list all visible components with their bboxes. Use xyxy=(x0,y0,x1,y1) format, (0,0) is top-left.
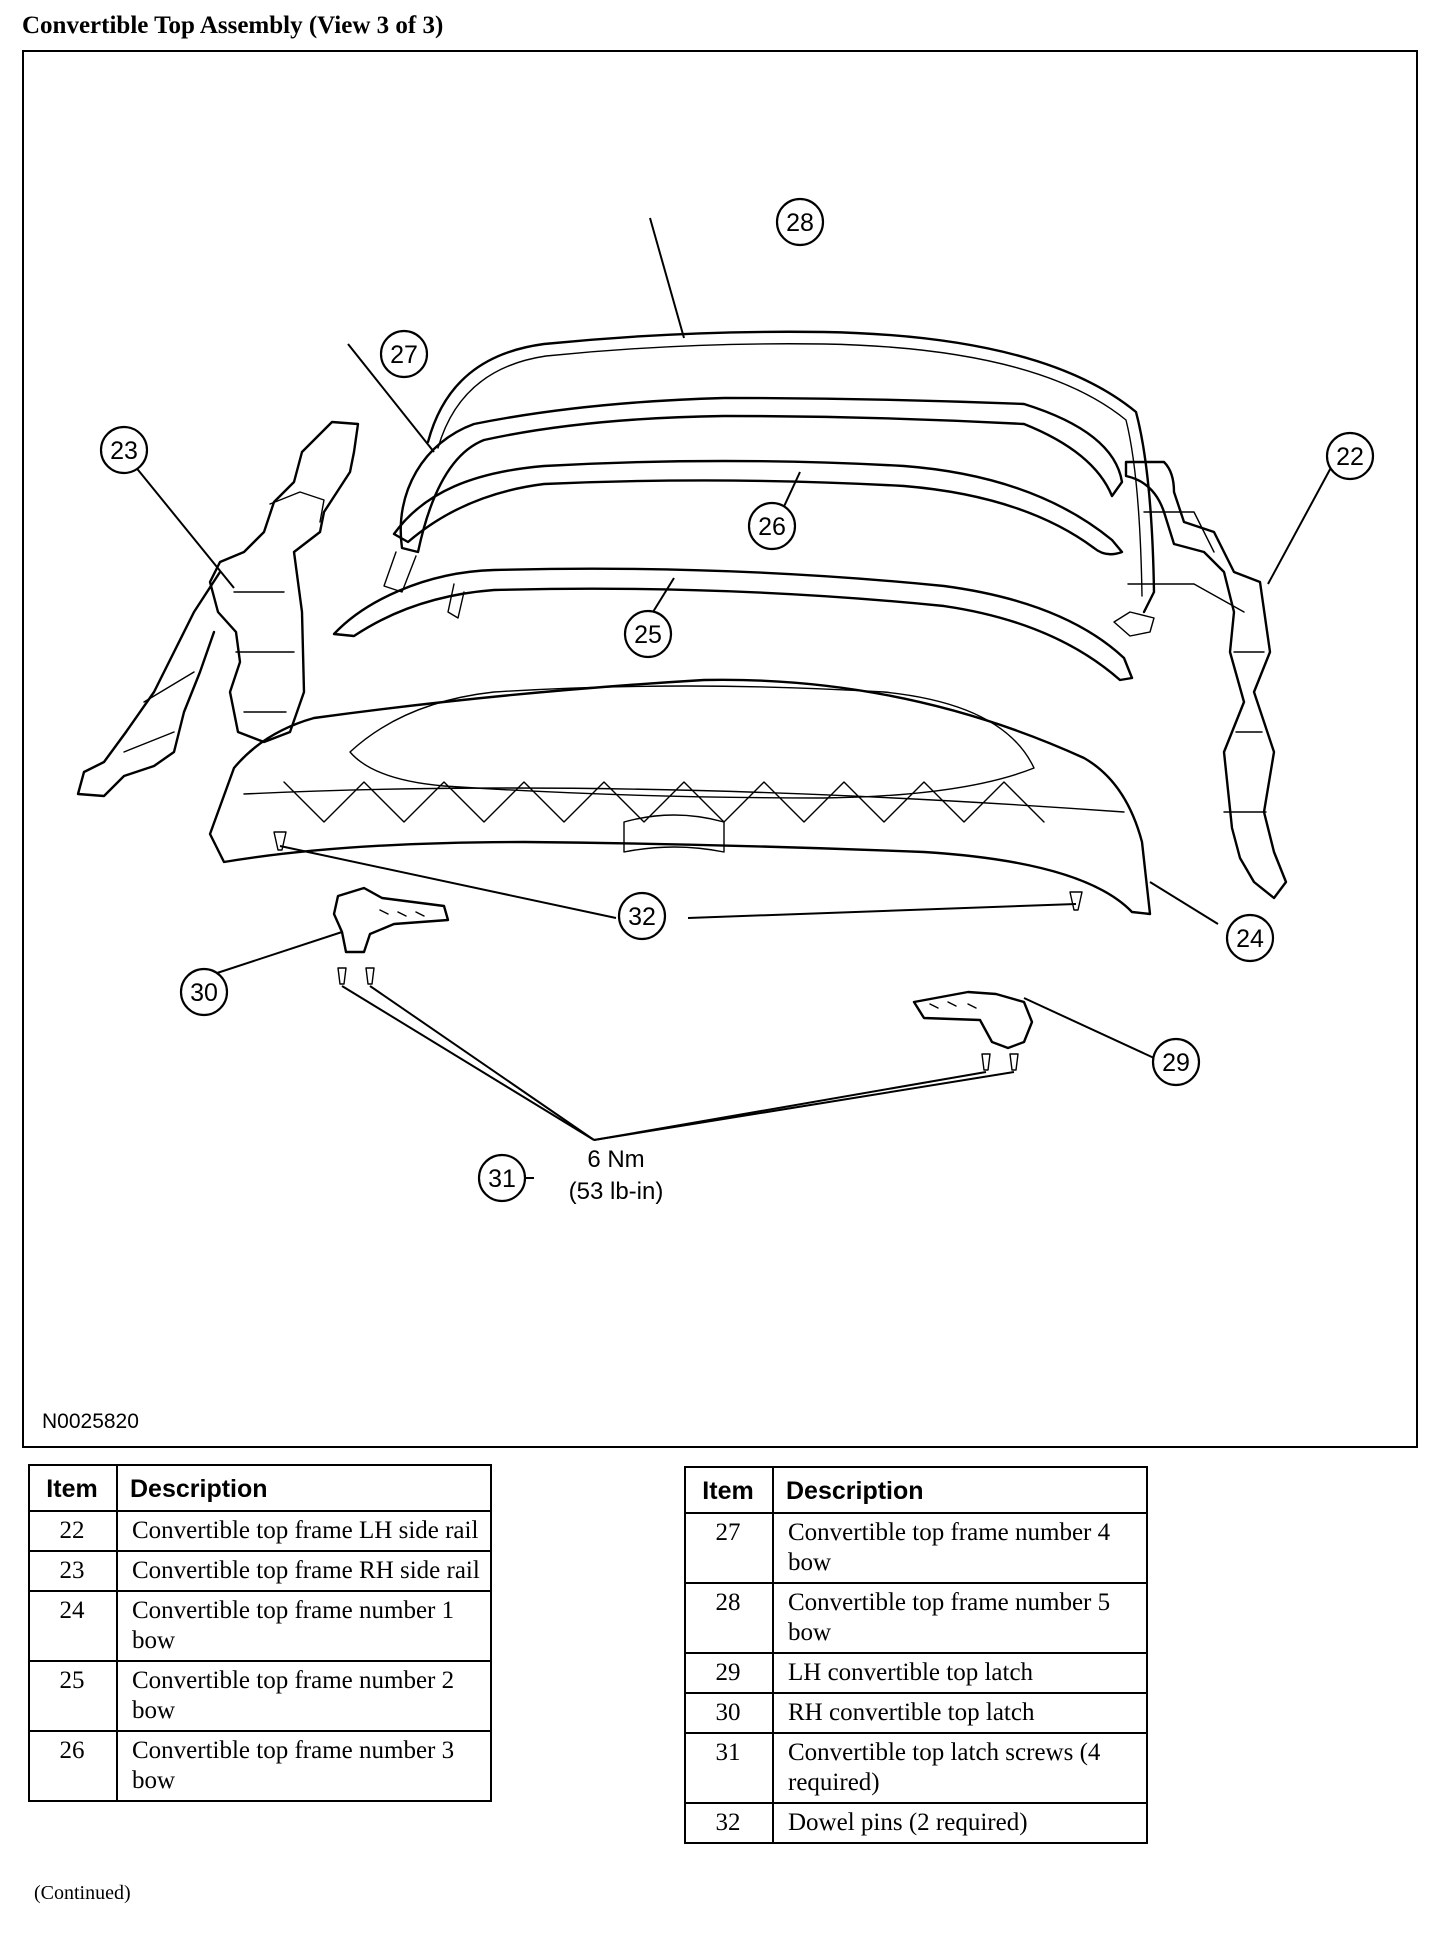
latch-screws-part xyxy=(337,967,1019,1071)
callout-31: 31 xyxy=(477,1153,527,1203)
bow-4-part xyxy=(383,396,1124,593)
bow-5-part xyxy=(426,330,1156,614)
item-description: Convertible top frame number 5 bow xyxy=(772,1582,1148,1654)
continued-note: (Continued) xyxy=(34,1882,131,1904)
item-number: 23 xyxy=(28,1550,118,1592)
item-header: Item xyxy=(28,1464,118,1512)
lh-side-rail-part xyxy=(1113,460,1288,900)
bow-1-part xyxy=(208,678,1152,916)
item-description: Convertible top frame RH side rail xyxy=(116,1550,492,1592)
callout-27: 27 xyxy=(379,329,429,379)
figure-id: N0025820 xyxy=(42,1410,139,1433)
item-number: 29 xyxy=(684,1652,774,1694)
item-description: Dowel pins (2 required) xyxy=(772,1802,1148,1844)
callout-24: 24 xyxy=(1225,913,1275,963)
item-description: Convertible top frame LH side rail xyxy=(116,1510,492,1552)
torque-imperial: (53 lb-in) xyxy=(568,1178,664,1205)
item-number: 32 xyxy=(684,1802,774,1844)
item-description: LH convertible top latch xyxy=(772,1652,1148,1694)
item-number: 24 xyxy=(28,1590,118,1662)
callout-32-label: 32 xyxy=(628,903,656,931)
page-title: Convertible Top Assembly (View 3 of 3) xyxy=(22,12,444,39)
item-number: 27 xyxy=(684,1512,774,1584)
item-description: RH convertible top latch xyxy=(772,1692,1148,1734)
callout-28: 28 xyxy=(775,197,825,247)
callout-23-label: 23 xyxy=(110,437,138,465)
callout-24-label: 24 xyxy=(1236,925,1264,953)
item-number: 26 xyxy=(28,1730,118,1802)
item-header: Item xyxy=(684,1466,774,1514)
rh-side-rail-part xyxy=(76,420,360,798)
item-description: Convertible top frame number 4 bow xyxy=(772,1512,1148,1584)
callout-26: 26 xyxy=(747,501,797,551)
callout-23: 23 xyxy=(99,425,149,475)
callout-30-label: 30 xyxy=(190,979,218,1007)
callout-22-label: 22 xyxy=(1336,443,1364,471)
item-description: Convertible top latch screws (4 required… xyxy=(772,1732,1148,1804)
bow-2-part xyxy=(332,567,1134,682)
callout-31-label: 31 xyxy=(488,1165,516,1193)
leader-lines xyxy=(129,217,1335,1179)
callout-25-label: 25 xyxy=(634,621,662,649)
callout-32: 32 xyxy=(617,891,667,941)
callout-25: 25 xyxy=(623,609,673,659)
callout-26-label: 26 xyxy=(758,513,786,541)
bow-3-part xyxy=(392,459,1124,619)
item-number: 30 xyxy=(684,1692,774,1734)
item-number: 22 xyxy=(28,1510,118,1552)
rh-latch-part xyxy=(332,886,450,954)
description-header: Description xyxy=(772,1466,1148,1514)
callout-28-label: 28 xyxy=(786,209,814,237)
item-number: 28 xyxy=(684,1582,774,1654)
item-number: 25 xyxy=(28,1660,118,1732)
description-header: Description xyxy=(116,1464,492,1512)
item-number: 31 xyxy=(684,1732,774,1804)
torque-value: 6 Nm xyxy=(587,1146,645,1173)
legend-header-row: Item Description xyxy=(28,1464,492,1512)
callout-29-label: 29 xyxy=(1162,1049,1190,1077)
item-description: Convertible top frame number 2 bow xyxy=(116,1660,492,1732)
callout-27-label: 27 xyxy=(390,341,418,369)
exploded-view-drawing: 28 27 23 22 26 25 32 24 30 29 31 xyxy=(76,197,1375,1203)
legend-header-row: Item Description xyxy=(684,1466,1148,1514)
item-description: Convertible top frame number 1 bow xyxy=(116,1590,492,1662)
lh-latch-part xyxy=(912,990,1034,1050)
torque-spec: 6 Nm (53 lb-in) xyxy=(536,1144,696,1208)
callout-30: 30 xyxy=(179,967,229,1017)
callout-29: 29 xyxy=(1151,1037,1201,1087)
diagram-frame: 28 27 23 22 26 25 32 24 30 29 31 6 Nm (5… xyxy=(22,50,1418,1448)
callout-22: 22 xyxy=(1325,431,1375,481)
item-description: Convertible top frame number 3 bow xyxy=(116,1730,492,1802)
